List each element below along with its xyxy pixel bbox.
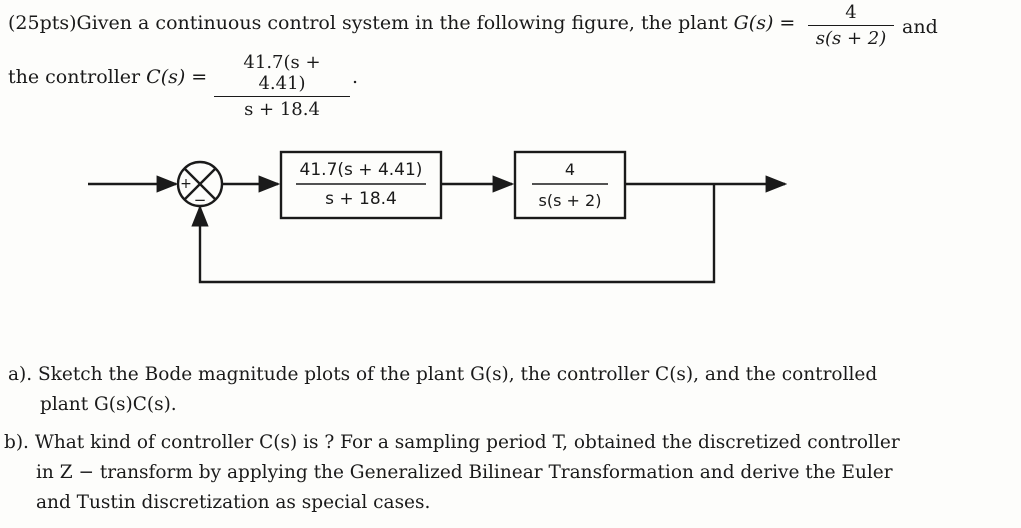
- problem-line-1: (25pts)Given a continuous control system…: [8, 12, 795, 34]
- sum-plus-sign: +: [180, 176, 192, 192]
- controller-block-numerator: 41.7(s + 4.41): [300, 160, 423, 180]
- controller-denominator: s + 18.4: [244, 99, 320, 120]
- plant-block-denominator: s(s + 2): [539, 191, 602, 210]
- controller-intro-text: the controller: [8, 66, 147, 88]
- controller-numerator: 41.7(s + 4.41): [243, 52, 321, 94]
- part-a-label: a).: [8, 364, 33, 385]
- part-b-line-2: in Z − transform by applying the General…: [36, 462, 893, 483]
- sum-minus-sign: −: [194, 191, 207, 209]
- controller-fraction: 41.7(s + 4.41) s + 18.4: [214, 52, 350, 120]
- problem-period: .: [352, 66, 359, 88]
- plant-fraction-bar: [808, 25, 894, 26]
- plant-numerator: 4: [845, 2, 857, 23]
- part-a: a). Sketch the Bode magnitude plots of t…: [8, 360, 877, 420]
- problem-intro-text: (25pts)Given a continuous control system…: [8, 12, 734, 34]
- controller-block-denominator: s + 18.4: [325, 189, 397, 209]
- part-b-line-1: What kind of controller C(s) is ? For a …: [34, 432, 900, 453]
- problem-and-word: and: [902, 16, 938, 38]
- part-b: b). What kind of controller C(s) is ? Fo…: [4, 428, 900, 518]
- summing-cross-2: [183, 167, 217, 201]
- feedback-path: [191, 184, 716, 284]
- controller-fraction-bar: [214, 96, 350, 97]
- part-a-line-2: plant G(s)C(s).: [40, 394, 177, 415]
- problem-line-2: the controller C(s) =: [8, 66, 207, 88]
- part-b-label: b).: [4, 432, 29, 453]
- plant-block-numerator: 4: [565, 160, 575, 179]
- plant-symbol: G(s) =: [733, 12, 796, 34]
- controller-symbol: C(s) =: [146, 66, 208, 88]
- part-a-line-1: Sketch the Bode magnitude plots of the p…: [38, 364, 878, 385]
- part-b-line-3: and Tustin discretization as special cas…: [36, 492, 431, 513]
- plant-fraction: 4 s(s + 2): [808, 2, 894, 49]
- plant-denominator: s(s + 2): [815, 28, 887, 49]
